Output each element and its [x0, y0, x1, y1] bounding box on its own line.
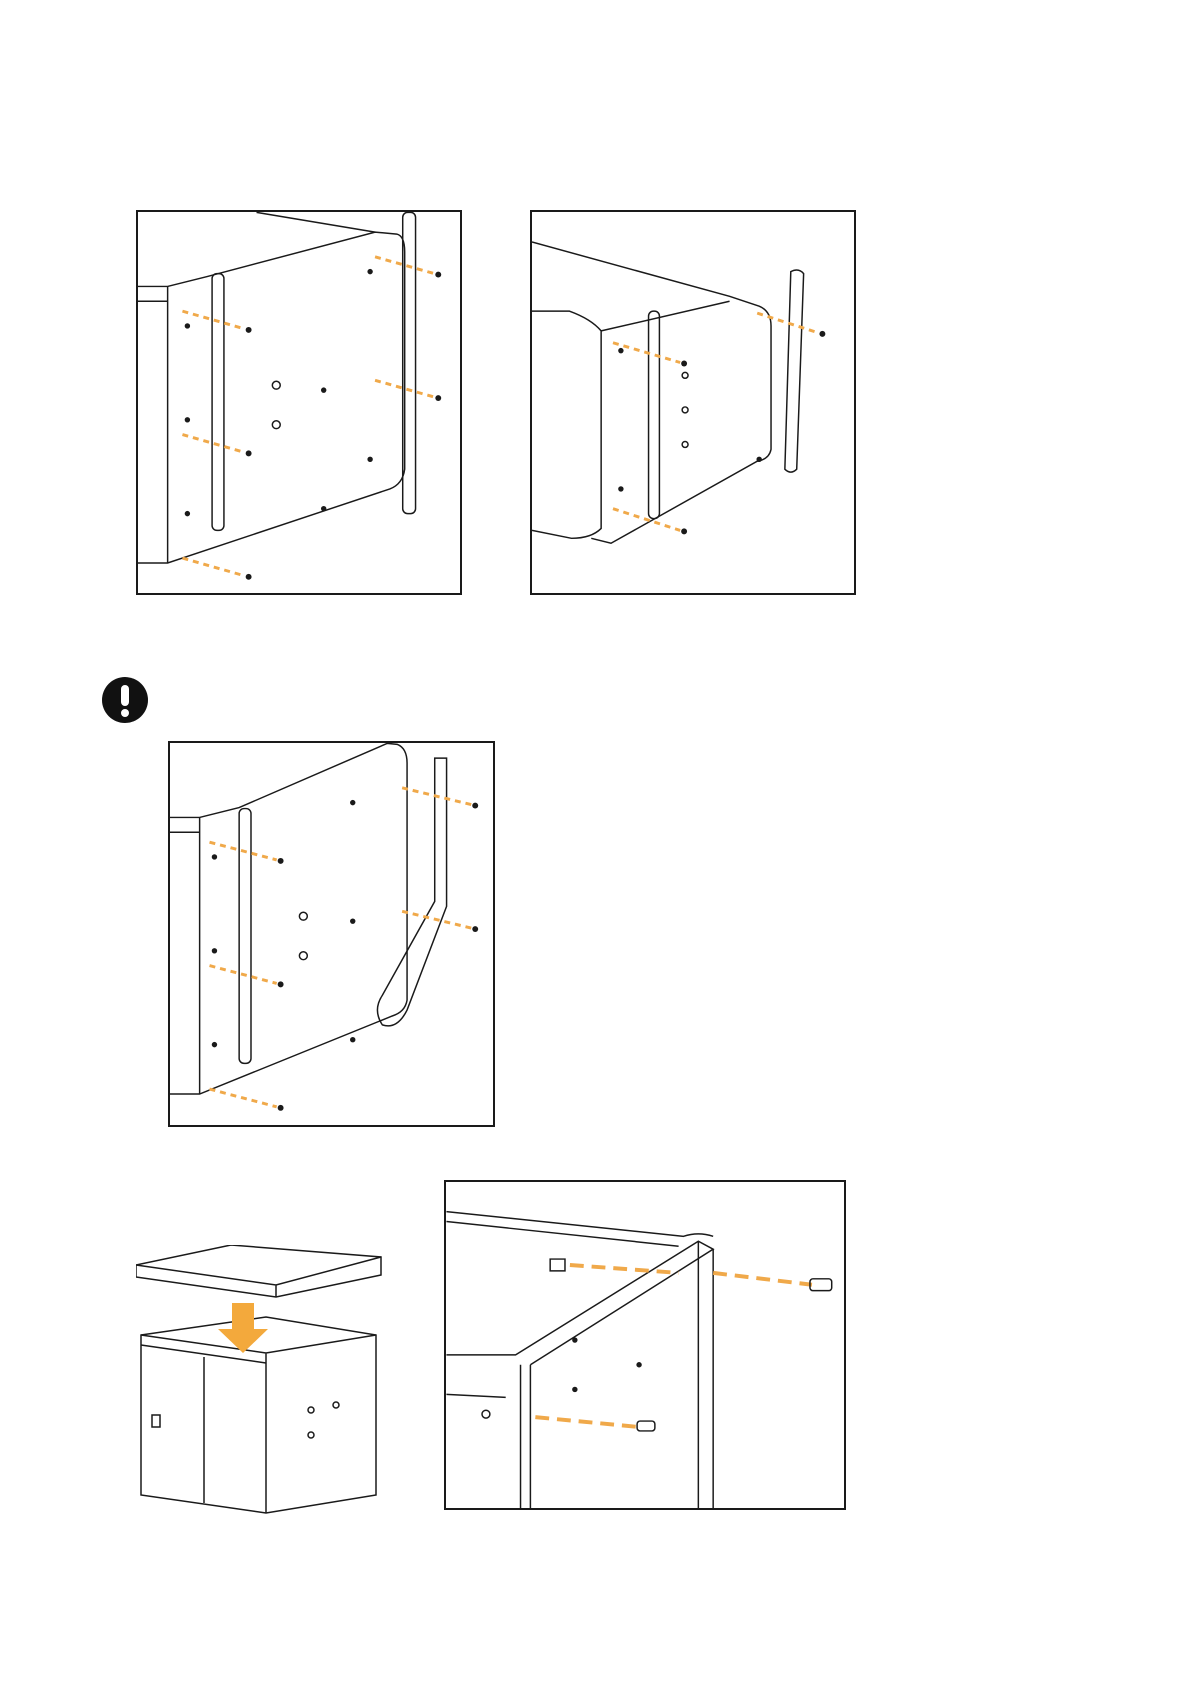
illustration-cabinet-side-bent-bar	[170, 743, 493, 1125]
illustration-rail-screws	[446, 1182, 844, 1508]
figure-subwoofer-side-handles-straight	[136, 210, 462, 595]
figure-subwoofer-side-handles-bent	[168, 741, 495, 1127]
exclamation-warning-icon	[101, 676, 149, 724]
figure-cabinet-top-handles	[530, 210, 856, 595]
figure-frame-rail-screws-detail	[444, 1180, 846, 1510]
illustration-cabinet-side	[138, 212, 460, 593]
illustration-cabinet-top	[532, 212, 854, 593]
figure-frame-mounting-cabinet	[136, 1245, 386, 1525]
illustration-frame-onto-cabinet	[136, 1245, 386, 1525]
